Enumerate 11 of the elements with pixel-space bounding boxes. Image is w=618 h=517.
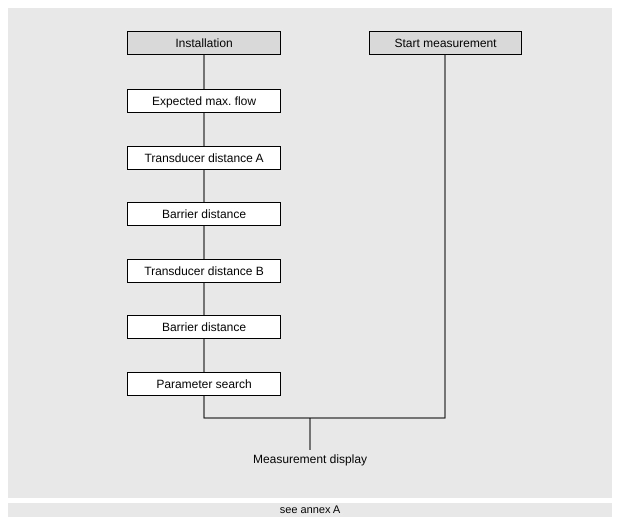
process-box: Expected max. flow [127, 89, 281, 113]
process-box: Installation [127, 31, 281, 55]
process-box: Parameter search [127, 372, 281, 396]
process-box: Transducer distance B [127, 259, 281, 283]
note-text: see annex A [280, 504, 340, 516]
output-label: Measurement display [240, 450, 380, 468]
process-box: Transducer distance A [127, 146, 281, 170]
process-box: Barrier distance [127, 315, 281, 339]
process-box: Barrier distance [127, 202, 281, 226]
connector-line [310, 54, 446, 450]
process-box: Start measurement [369, 31, 522, 55]
